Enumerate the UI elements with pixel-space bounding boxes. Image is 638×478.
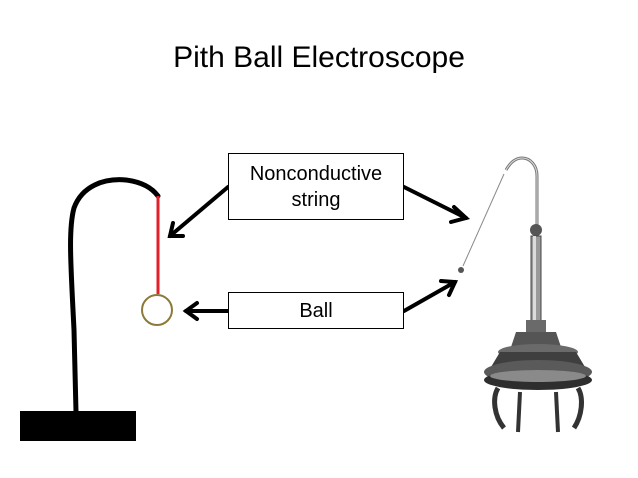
label-ball-text: Ball: [299, 299, 333, 322]
stand-base: [20, 411, 136, 441]
arrow-ball-left: [182, 301, 230, 321]
stand-arm: [68, 177, 161, 415]
label-ball: Ball: [228, 292, 404, 329]
arrow-string-left: [167, 185, 230, 238]
pith-ball: [141, 294, 173, 326]
arrow-ball-right: [402, 279, 459, 313]
label-string-line1: Nonconductive: [249, 162, 383, 185]
page-title: Pith Ball Electroscope: [173, 41, 465, 74]
electroscope-illustration: [458, 156, 592, 433]
label-nonconductive-string: Nonconductive string: [228, 153, 404, 220]
label-string-line2: string: [291, 188, 341, 211]
arrow-string-right: [402, 185, 471, 224]
